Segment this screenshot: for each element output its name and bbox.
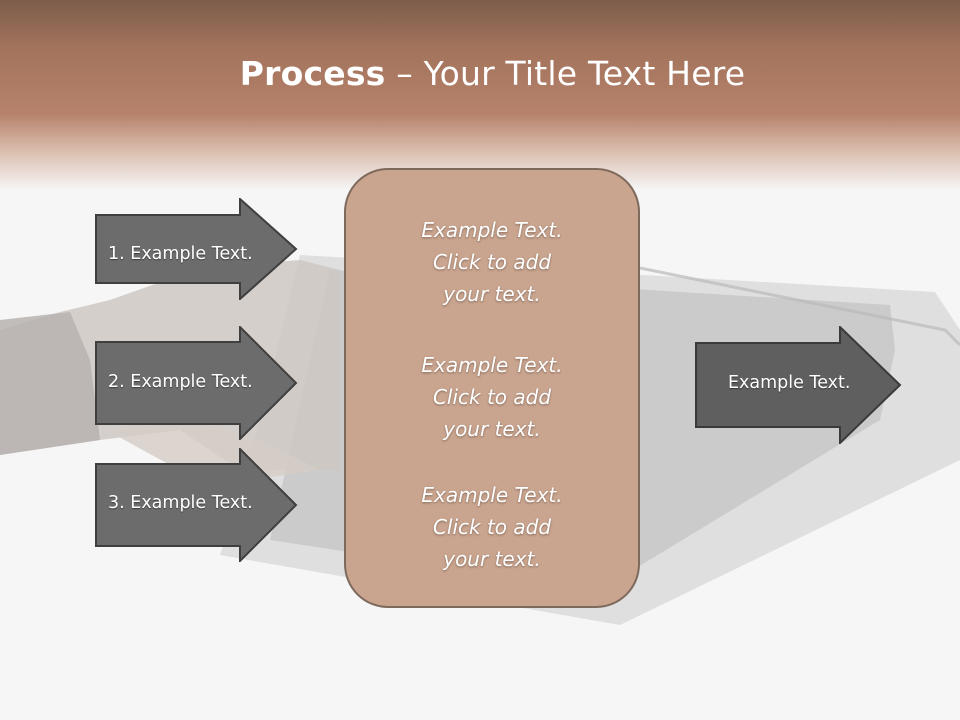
panel-line: Example Text.	[421, 483, 563, 507]
right-arrow-icon	[95, 324, 298, 442]
panel-line: your text.	[443, 547, 541, 571]
step-arrow-2[interactable]: 2. Example Text.	[94, 324, 300, 444]
title-rest: – Your Title Text Here	[385, 54, 746, 93]
content-panel[interactable]: Example Text. Click to add your text. Ex…	[344, 168, 640, 608]
result-arrow[interactable]: Example Text.	[694, 324, 904, 448]
panel-line: Example Text.	[421, 353, 563, 377]
panel-line: Click to add	[432, 250, 552, 274]
panel-line: Click to add	[432, 515, 552, 539]
step-arrow-1[interactable]: 1. Example Text.	[94, 196, 300, 304]
right-arrow-icon	[695, 324, 902, 446]
right-arrow-icon	[95, 446, 298, 564]
result-arrow-label: Example Text.	[728, 373, 851, 393]
panel-line: Click to add	[432, 385, 552, 409]
panel-text-block-2[interactable]: Example Text. Click to add your text.	[346, 349, 638, 445]
step-arrow-label: 1. Example Text.	[108, 244, 253, 264]
panel-line: your text.	[443, 417, 541, 441]
step-arrow-3[interactable]: 3. Example Text.	[94, 446, 300, 566]
panel-text-block-3[interactable]: Example Text. Click to add your text.	[346, 479, 638, 575]
step-arrow-label: 2. Example Text.	[108, 372, 253, 392]
panel-line: your text.	[443, 282, 541, 306]
header-band	[0, 0, 960, 190]
title-bold: Process	[239, 54, 386, 93]
panel-line: Example Text.	[421, 218, 563, 242]
panel-text-block-1[interactable]: Example Text. Click to add your text.	[346, 214, 638, 310]
right-arrow-icon	[95, 196, 298, 302]
page-title: Process – Your Title Text Here	[0, 54, 960, 93]
step-arrow-label: 3. Example Text.	[108, 493, 253, 513]
